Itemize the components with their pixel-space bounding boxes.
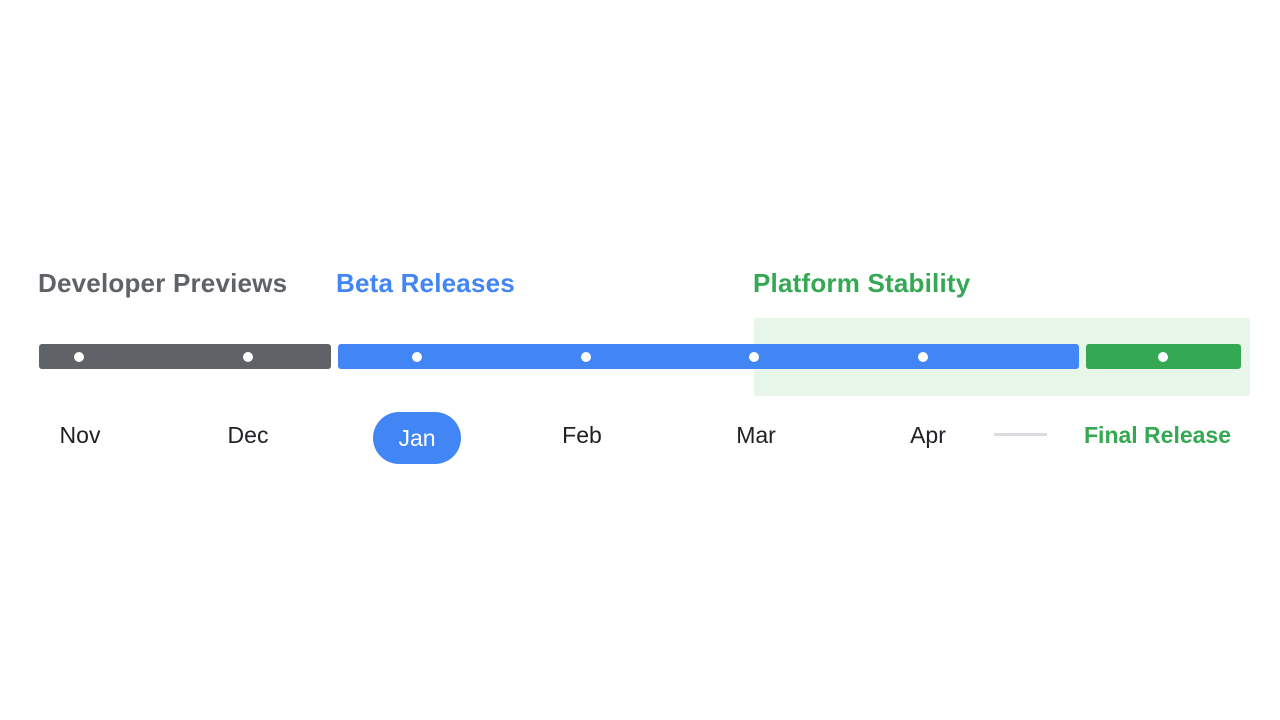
month-nov: Nov xyxy=(59,422,101,448)
phase-label-beta-releases: Beta Releases xyxy=(336,268,515,298)
milestone-dot-nov xyxy=(74,352,84,362)
milestone-dot-jan xyxy=(412,352,422,362)
phase-label-developer-previews: Developer Previews xyxy=(38,268,288,298)
developer-previews-bar xyxy=(39,344,331,369)
month-jan-current: Jan xyxy=(373,412,461,464)
milestone-dot-dec xyxy=(243,352,253,362)
connector-line xyxy=(994,433,1047,436)
month-dec: Dec xyxy=(227,422,269,448)
milestone-dot-feb xyxy=(581,352,591,362)
beta-releases-bar xyxy=(338,344,1079,369)
phase-label-platform-stability: Platform Stability xyxy=(753,268,971,298)
month-mar: Mar xyxy=(736,422,776,448)
milestone-dot-mar xyxy=(749,352,759,362)
month-feb: Feb xyxy=(562,422,602,448)
milestone-dot-apr xyxy=(918,352,928,362)
final-release-label: Final Release xyxy=(1084,422,1232,448)
milestone-dot-final xyxy=(1158,352,1168,362)
month-apr: Apr xyxy=(910,422,946,448)
